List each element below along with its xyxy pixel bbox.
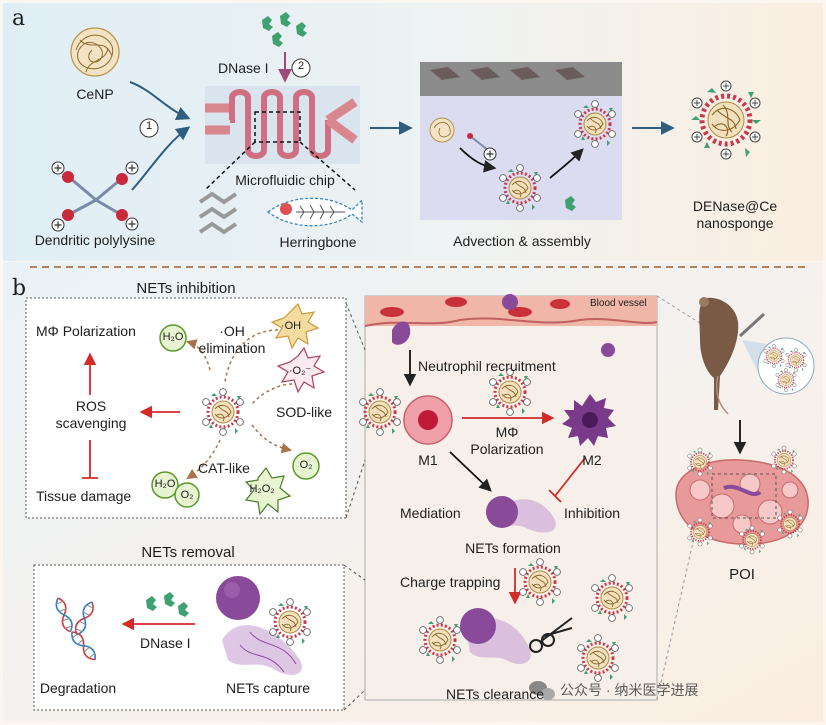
step1-badge: [139, 118, 159, 138]
m2-label: M2: [582, 452, 602, 468]
panel-a-background: [3, 3, 823, 261]
poi-label: POI: [729, 566, 755, 583]
h2o-label-bottom: H₂O: [154, 478, 176, 490]
mediation-label: Mediation: [400, 505, 461, 521]
blood-vessel: [364, 294, 658, 345]
h2o-label-top: H₂O: [162, 331, 184, 343]
herringbone-label: Herringbone: [279, 234, 357, 250]
nets-clearance-cell: [460, 608, 531, 665]
mouse-icon: [699, 297, 739, 415]
syringe-zoom: [742, 337, 815, 395]
nets-capture-cell: [216, 576, 302, 675]
assembly-arrow-2: [549, 148, 584, 179]
connector-lines: [343, 302, 366, 711]
m1-cell: [403, 395, 453, 445]
m1-label: M1: [418, 452, 438, 468]
h2o-circle-bottom: [151, 471, 179, 499]
chevron-pattern: [198, 191, 238, 235]
oh-star-label: ·OH: [280, 320, 302, 332]
hydroxyl-radical-star: [270, 302, 320, 350]
nets-formation-cell: [486, 496, 556, 533]
inhibition-label: Inhibition: [564, 505, 621, 521]
product-label-line1: DENase@Ce: [692, 198, 778, 214]
h2o-circle-top: [159, 324, 187, 352]
dnase-label-top: DNase I: [218, 60, 269, 76]
capture-label: NETs capture: [225, 680, 311, 696]
assembly-arrow-1: [459, 147, 497, 173]
m2-cell: [562, 394, 616, 446]
zoom-lines: [204, 141, 356, 191]
advection-label: Advection & assembly: [453, 233, 591, 249]
assembly-polylysine: [467, 133, 497, 161]
chip-label: Microfluidic chip: [235, 172, 335, 188]
oh-label-line2: elimination: [198, 340, 266, 356]
degradation-label: Degradation: [39, 680, 117, 696]
mphi-label-line1: MΦ: [495, 424, 519, 440]
trapping-label: Charge trapping: [400, 574, 501, 590]
scissors-icon: [529, 617, 573, 653]
o2-label: O₂: [299, 459, 313, 471]
o2-circle: [292, 452, 320, 480]
ros-inhibits-damage: [82, 440, 98, 479]
watermark: 公众号 · 纳米医学进展: [560, 682, 699, 698]
h2o2-star: [244, 466, 292, 516]
oh-label-line1: ·OH: [219, 323, 245, 339]
cenp-icon: [70, 27, 120, 77]
removal-title: NETs removal: [141, 544, 235, 561]
mediation-arrow: [449, 451, 492, 492]
step2-badge: [291, 58, 311, 78]
cenp-arrow: [129, 81, 191, 120]
damage-label: Tissue damage: [36, 488, 132, 504]
oh-dashed-arc: [224, 329, 279, 383]
inhibition-bar: [548, 457, 586, 503]
superoxide-star: [276, 346, 326, 394]
recruitment-label: Neutrophil recruitment: [418, 358, 556, 374]
assembly-cenp: [429, 117, 455, 143]
polylysine-arrow: [131, 126, 191, 191]
ros-label-line1: ROS: [75, 398, 107, 414]
clearance-label: NETs clearance: [445, 686, 545, 702]
sod-label: SOD-like: [276, 404, 333, 420]
step1-label: 1: [145, 120, 153, 132]
panel-label-b: b: [12, 276, 27, 301]
product-label-line2: nanosponge: [696, 215, 774, 231]
cenp-label: CeNP: [76, 86, 114, 102]
o2-star-label: ·O₂⁻: [288, 365, 312, 377]
polarization-label: MΦ Polarization: [36, 323, 136, 339]
herringbone-fish: [266, 197, 363, 227]
inhibition-title: NETs inhibition: [136, 280, 236, 297]
sod-dashed-arc: [251, 424, 293, 454]
h2o2-label: H₂O₂: [249, 483, 275, 495]
o2-circle-bottom: [174, 482, 200, 508]
polylysine-icon: [51, 161, 139, 232]
o2-label-bottom: O₂: [180, 489, 194, 501]
mphi-label-line2: Polarization: [470, 441, 544, 457]
wechat-icon: [529, 681, 555, 700]
polylysine-label: Dendritic polylysine: [34, 232, 156, 248]
cat-label: CAT-like: [198, 460, 250, 476]
blood-vessel-label: Blood vessel: [590, 298, 647, 309]
panel-label-a: a: [12, 6, 26, 31]
formation-label: NETs formation: [465, 540, 561, 556]
neutrophil-icon: [601, 343, 615, 357]
microfluidic-chip: [205, 86, 360, 164]
dnase-label-removal: DNase I: [140, 635, 191, 651]
step2-label: 2: [297, 60, 305, 72]
ros-label-line2: scavenging: [55, 415, 127, 431]
syringe-icon: [738, 312, 766, 338]
